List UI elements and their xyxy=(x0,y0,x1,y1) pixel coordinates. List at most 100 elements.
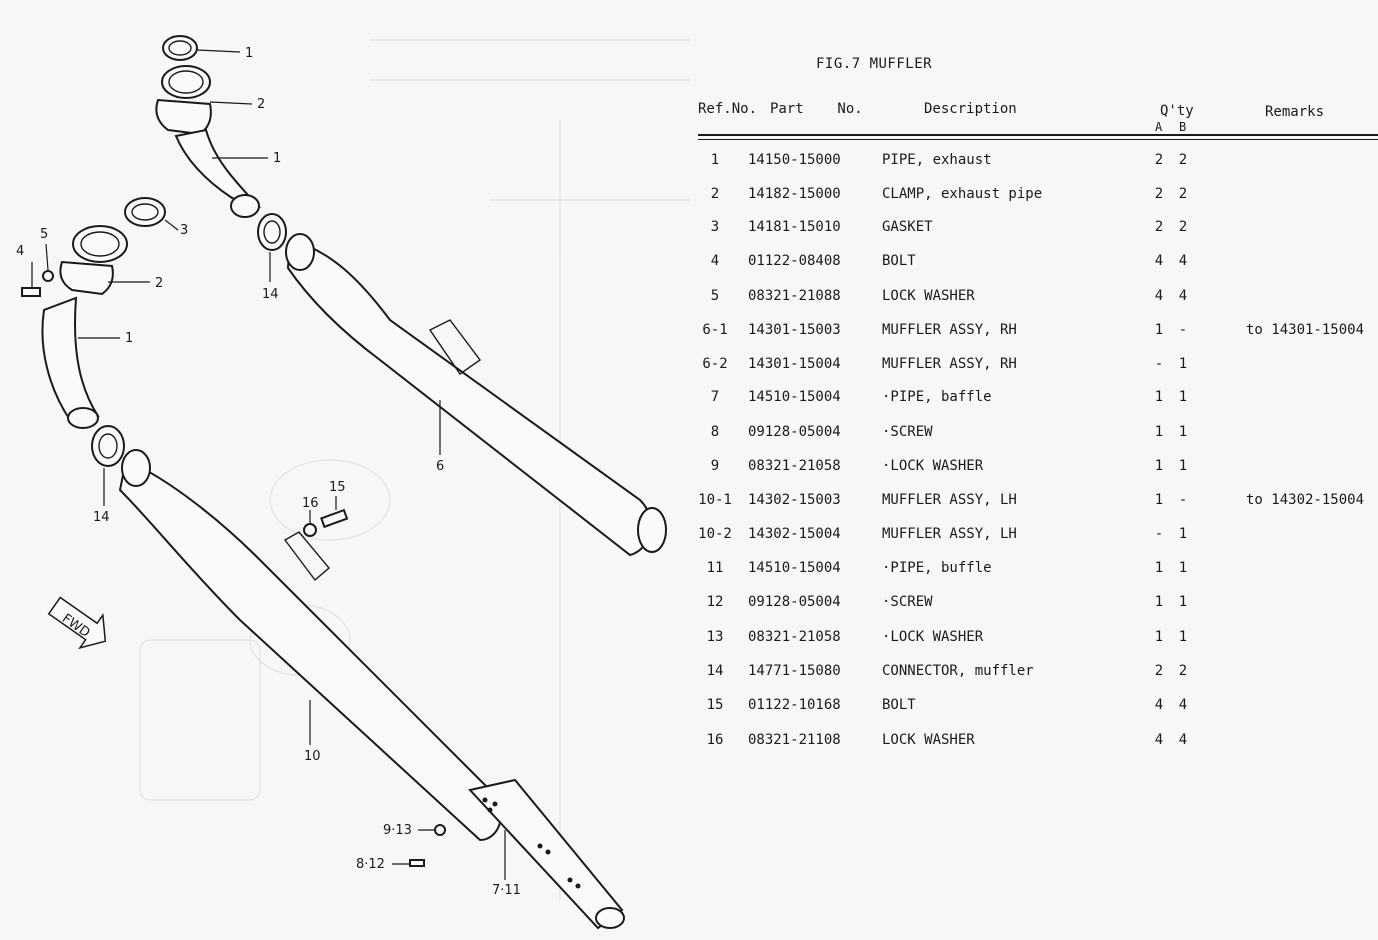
exhaust-pipe-lower xyxy=(41,296,100,422)
header-part-no: Part No. xyxy=(770,101,863,117)
part-no-cell: 08321-21058 xyxy=(748,629,841,645)
qty-a-cell: 2 xyxy=(1154,186,1164,202)
ref-no-cell: 12 xyxy=(706,594,724,610)
qty-a-cell: 1 xyxy=(1154,389,1164,405)
callout-14-upper: 14 xyxy=(262,287,279,302)
ref-no-cell: 13 xyxy=(706,629,724,645)
callout-4: 4 xyxy=(16,244,24,259)
qty-b-cell: 4 xyxy=(1178,288,1188,304)
ref-no-cell: 6-1 xyxy=(702,322,728,338)
ref-no-cell: 8 xyxy=(710,424,720,440)
qty-a-cell: 2 xyxy=(1154,663,1164,679)
connector-lower xyxy=(91,425,125,467)
callout-3-upper: 1 xyxy=(245,46,253,61)
gasket-upper xyxy=(162,35,198,61)
part-no-cell: 14301-15004 xyxy=(748,356,841,372)
part-no-cell: 14510-15004 xyxy=(748,560,841,576)
qty-a-cell: - xyxy=(1154,526,1164,542)
baffle-pipe xyxy=(468,778,624,930)
qty-a-cell: 4 xyxy=(1154,697,1164,713)
description-cell: ·PIPE, buffle xyxy=(882,560,992,576)
ref-no-cell: 9 xyxy=(710,458,720,474)
lock-washer-5 xyxy=(42,270,54,282)
callout-15: 15 xyxy=(329,480,346,495)
qty-a-cell: 1 xyxy=(1154,629,1164,645)
qty-b-cell: - xyxy=(1178,492,1188,508)
ref-no-cell: 14 xyxy=(706,663,724,679)
header-remarks: Remarks xyxy=(1265,104,1325,120)
muffler-diagram-svg: 1 2 1 4 5 1 2 3 14 14 6 16 15 10 9·13 8·… xyxy=(16,35,690,930)
description-cell: MUFFLER ASSY, LH xyxy=(882,526,1017,542)
fwd-arrow-icon xyxy=(47,596,107,650)
bolt-4 xyxy=(21,287,41,297)
muffler-lh xyxy=(118,458,502,842)
qty-a-cell: 1 xyxy=(1154,424,1164,440)
part-no-cell: 08321-21058 xyxy=(748,458,841,474)
ref-no-cell: 5 xyxy=(710,288,720,304)
ref-no-cell: 10-1 xyxy=(698,492,732,508)
part-no-cell: 08321-21108 xyxy=(748,732,841,748)
part-no-cell: 08321-21088 xyxy=(748,288,841,304)
description-cell: ·SCREW xyxy=(882,424,933,440)
muffler-rh xyxy=(286,238,652,557)
description-cell: ·SCREW xyxy=(882,594,933,610)
header-ref-no: Ref.No. xyxy=(698,101,758,117)
clamp-upper xyxy=(155,98,212,136)
qty-a-cell: 4 xyxy=(1154,732,1164,748)
ref-no-cell: 15 xyxy=(706,697,724,713)
part-no-cell: 14181-15010 xyxy=(748,219,841,235)
qty-a-cell: 1 xyxy=(1154,322,1164,338)
part-no-cell: 09128-05004 xyxy=(748,424,841,440)
qty-a-cell: - xyxy=(1154,356,1164,372)
ref-no-cell: 16 xyxy=(706,732,724,748)
callout-8-12: 8·12 xyxy=(356,857,385,872)
callout-7-11: 7·11 xyxy=(492,883,521,898)
qty-a-cell: 1 xyxy=(1154,458,1164,474)
callout-14-lower: 14 xyxy=(93,510,110,525)
qty-a-cell: 1 xyxy=(1154,492,1164,508)
qty-a-cell: 2 xyxy=(1154,219,1164,235)
lock-washer-9-13 xyxy=(434,824,446,836)
qty-b-cell: 1 xyxy=(1178,526,1188,542)
qty-a-cell: 4 xyxy=(1154,253,1164,269)
qty-a-cell: 2 xyxy=(1154,152,1164,168)
qty-b-cell: 1 xyxy=(1178,458,1188,474)
description-cell: PIPE, exhaust xyxy=(882,152,992,168)
figure-title: FIG.7 MUFFLER xyxy=(816,56,933,72)
ref-no-cell: 6-2 xyxy=(702,356,728,372)
remarks-cell: to 14302-15004 xyxy=(1246,492,1365,508)
callout-3-lower: 3 xyxy=(180,223,188,238)
qty-a-cell: 1 xyxy=(1154,594,1164,610)
header-qty-a: A xyxy=(1155,120,1163,134)
callout-1-lower: 1 xyxy=(125,331,133,346)
qty-b-cell: 1 xyxy=(1178,560,1188,576)
description-cell: ·LOCK WASHER xyxy=(882,458,984,474)
part-no-cell: 01122-08408 xyxy=(748,253,841,269)
callout-2-lower: 2 xyxy=(155,276,163,291)
qty-b-cell: 1 xyxy=(1178,629,1188,645)
part-no-cell: 14771-15080 xyxy=(748,663,841,679)
qty-b-cell: 2 xyxy=(1178,152,1188,168)
ref-no-cell: 11 xyxy=(706,560,724,576)
header-rule-top xyxy=(698,134,1378,136)
part-no-cell: 01122-10168 xyxy=(748,697,841,713)
bolt-15 xyxy=(320,508,349,529)
callout-6: 6 xyxy=(436,459,444,474)
connector-upper xyxy=(257,213,287,251)
qty-a-cell: 4 xyxy=(1154,288,1164,304)
qty-b-cell: 2 xyxy=(1178,219,1188,235)
header-qty-b: B xyxy=(1179,120,1187,134)
ref-no-cell: 2 xyxy=(710,186,720,202)
qty-b-cell: 2 xyxy=(1178,186,1188,202)
part-no-cell: 14182-15000 xyxy=(748,186,841,202)
